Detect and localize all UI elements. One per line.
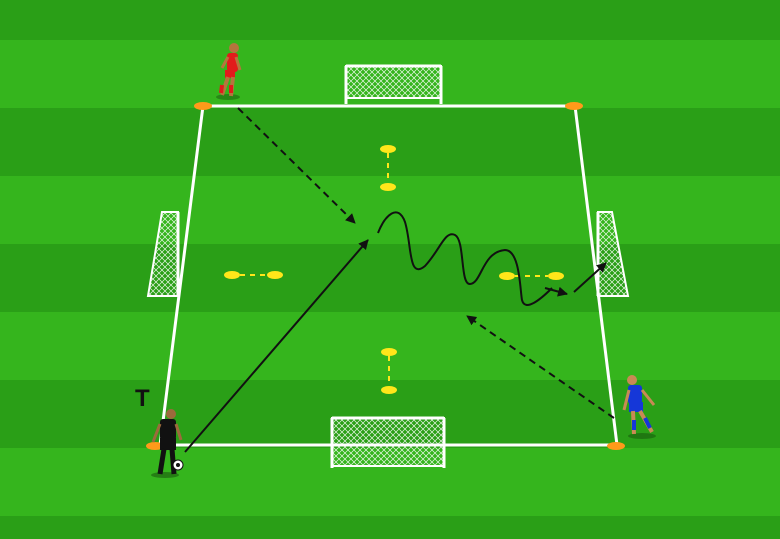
trainer-player <box>151 409 184 478</box>
cone-icon <box>607 442 625 450</box>
disc-marker-icon <box>381 348 397 356</box>
disc-marker-icon <box>380 183 396 191</box>
disc-marker-icon <box>381 386 397 394</box>
gate-right <box>499 272 564 280</box>
red-player <box>216 43 242 100</box>
dribble-arrow-tip <box>544 286 568 297</box>
left-goal <box>146 211 180 297</box>
disc-marker-icon <box>499 272 515 280</box>
disc-marker-icon <box>224 271 240 279</box>
cone-icon <box>194 102 212 110</box>
blue-run-arrow <box>466 315 615 419</box>
disc-marker-icon <box>267 271 283 279</box>
dribble-path <box>377 211 553 306</box>
right-goal <box>596 211 630 297</box>
red-run-arrow <box>237 107 356 224</box>
gate-top <box>380 145 396 191</box>
corner-cones <box>146 102 625 450</box>
soccer-ball-icon <box>172 459 184 471</box>
bottom-goal <box>330 416 446 468</box>
disc-marker-icon <box>380 145 396 153</box>
cone-icon <box>146 442 164 450</box>
shot-arrow <box>573 262 607 293</box>
gate-bottom <box>381 348 397 394</box>
disc-marker-icon <box>548 272 564 280</box>
pass-arrow <box>184 239 369 453</box>
top-goal <box>344 64 443 104</box>
cone-icon <box>565 102 583 110</box>
yellow-gates <box>224 145 564 394</box>
movement-arrows <box>184 107 615 453</box>
blue-player <box>622 375 656 439</box>
trainer-label: T <box>135 385 150 412</box>
gate-left <box>224 271 283 279</box>
